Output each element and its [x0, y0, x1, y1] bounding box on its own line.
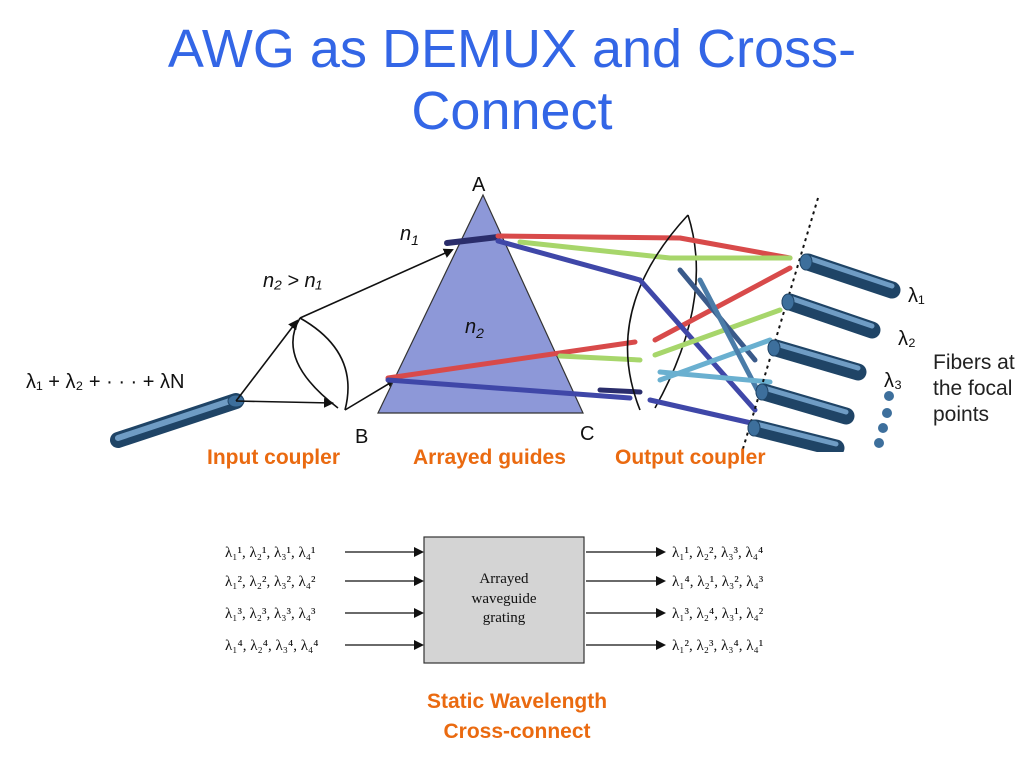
- title-line-2: Connect: [411, 81, 613, 141]
- awg-crossconnect: Arrayed waveguide grating λ₁¹, λ₂¹, λ₃¹,…: [225, 536, 764, 664]
- input-row-3: λ₁³, λ₂³, λ₃³, λ₄³: [225, 606, 316, 622]
- output-fiber: [799, 253, 901, 299]
- output-row-1: λ₁¹, λ₂², λ₃³, λ₄⁴: [672, 545, 763, 561]
- title-line-1: AWG as DEMUX and Cross-: [167, 19, 857, 79]
- static-caption-line1: Static Wavelength: [426, 690, 608, 713]
- n1-label: n1: [400, 223, 419, 248]
- output-coupler: [626, 214, 698, 411]
- input-coupler: [235, 248, 454, 411]
- awg-box-line3: grating: [483, 610, 526, 626]
- vertex-c-label: C: [580, 423, 594, 445]
- output-row-2: λ₁⁴, λ₂¹, λ₃², λ₄³: [672, 574, 764, 590]
- awg-box-line1: Arrayed: [479, 571, 529, 587]
- input-wavelengths-label: λ₁ + λ₂ + · · · + λN: [26, 371, 184, 393]
- output-fiber: [747, 419, 845, 457]
- fibers-caption-line3: points: [933, 403, 990, 426]
- output-fiber: [755, 383, 855, 425]
- output-fiber: [767, 339, 867, 381]
- input-row-2: λ₁², λ₂², λ₃², λ₄²: [225, 574, 316, 590]
- awg-box: [423, 536, 585, 664]
- fiber-lambda-3: λ₃: [884, 370, 902, 392]
- vertex-b-label: B: [355, 426, 368, 448]
- output-row-4: λ₁², λ₂³, λ₃⁴, λ₄¹: [672, 638, 763, 654]
- slide-title: AWG as DEMUX and Cross- Connect: [0, 18, 1024, 142]
- fibers-caption: Fibers at the focal points: [933, 350, 1015, 428]
- static-crossconnect-caption: Static Wavelength Cross-connect: [362, 687, 672, 747]
- arrayed-rays: [385, 233, 683, 401]
- output-fiber: [781, 293, 881, 339]
- fiber-lambda-2: λ₂: [898, 328, 916, 350]
- more-fibers-dots: [874, 391, 894, 448]
- coupler-relation: n₂ > n₁: [263, 270, 322, 292]
- input-row-1: λ₁¹, λ₂¹, λ₃¹, λ₄¹: [225, 545, 316, 561]
- vertex-a-label: A: [472, 174, 486, 196]
- awg-box-line2: waveguide: [472, 591, 537, 607]
- focal-line: [741, 197, 819, 453]
- fibers-caption-line1: Fibers at: [933, 351, 1015, 374]
- input-row-4: λ₁⁴, λ₂⁴, λ₃⁴, λ₄⁴: [225, 638, 318, 654]
- input-fiber: [110, 393, 245, 448]
- fiber-lambda-1: λ₁: [908, 285, 925, 307]
- fibers-caption-line2: the focal: [933, 377, 1013, 400]
- arrayed-guides-caption: Arrayed guides: [413, 446, 566, 469]
- static-caption-line2: Cross-connect: [443, 720, 591, 743]
- n2-label: n2: [465, 316, 484, 341]
- output-coupler-caption: Output coupler: [615, 446, 766, 469]
- output-fibers: [747, 253, 901, 457]
- output-row-3: λ₁³, λ₂⁴, λ₃¹, λ₄²: [672, 606, 764, 622]
- output-rays: [637, 235, 793, 428]
- input-coupler-caption: Input coupler: [207, 446, 340, 469]
